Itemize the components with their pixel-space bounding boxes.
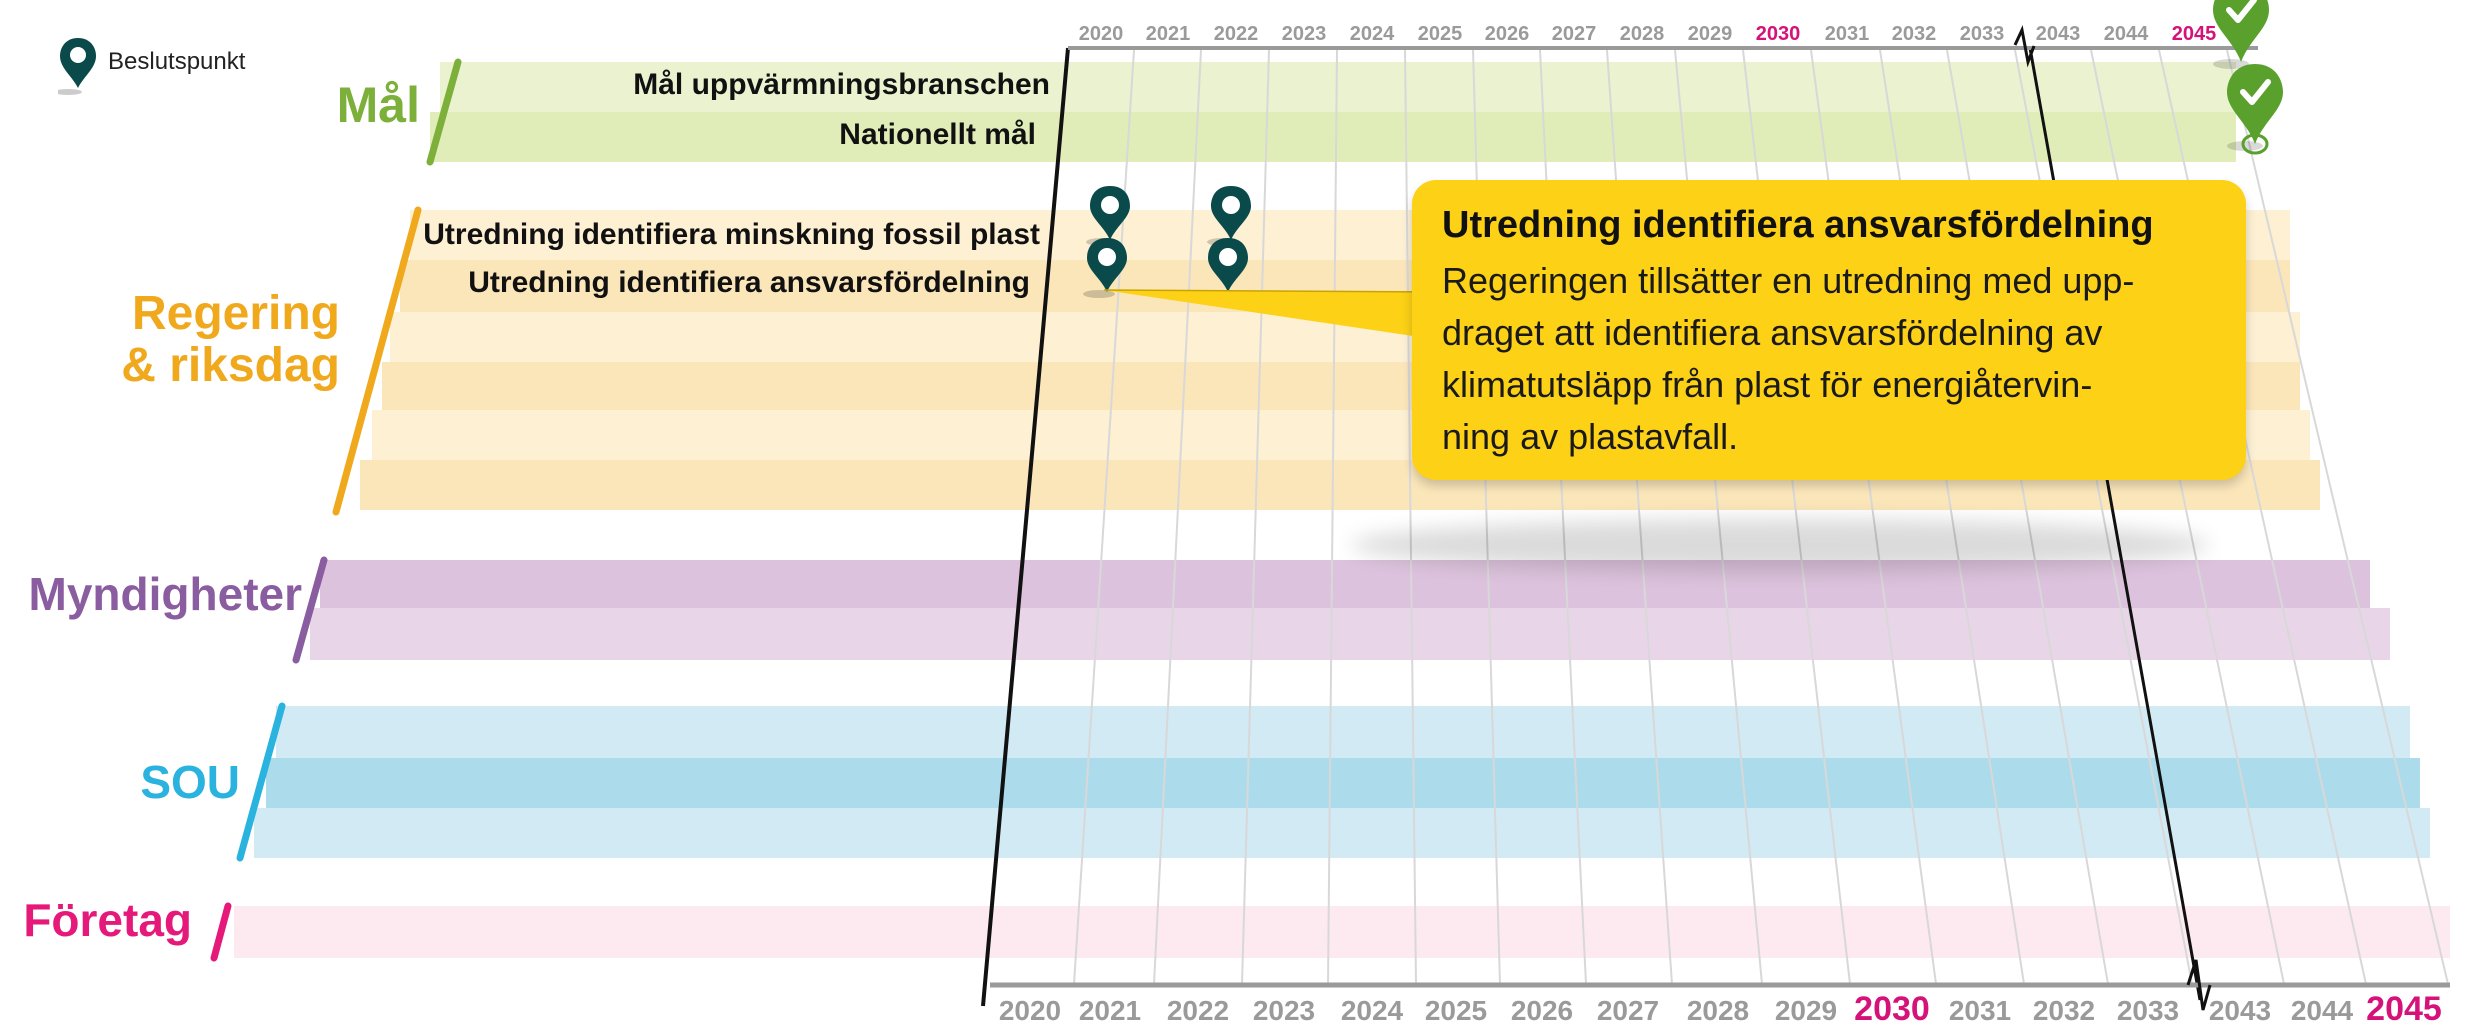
callout-line: draget att identifiera ansvarsfördelning… [1442,312,2103,353]
grid-line [1404,49,1417,985]
band-sou-3 [254,808,2430,858]
band-foretag-1 [234,906,2450,958]
band-myn-2 [310,608,2390,660]
grid-line [1327,49,1338,985]
year-label-top: 2044 [2104,23,2149,45]
category-accent [332,206,422,516]
band-myn-1 [320,560,2370,608]
category-foretag: Företag [23,894,192,946]
band-mal-2 [430,112,2030,162]
year-label-bottom: 2028 [1687,995,1749,1025]
year-label-top: 2025 [1418,23,1463,45]
goal-check-icon[interactable] [2227,64,2283,151]
year-label-top: 2028 [1620,23,1665,45]
row-label-utredning-fossil-plast: Utredning identifiera minskning fossil p… [423,218,1040,251]
callout-title: Utredning identifiera ansvarsfördelning [1442,204,2154,246]
year-label-bottom: 2021 [1079,995,1141,1025]
legend-label: Beslutspunkt [108,48,246,75]
band-mal-1b [2030,62,2236,112]
year-label-top: 2045 [2172,23,2217,45]
year-label-bottom: 2032 [2033,995,2095,1025]
year-label-bottom: 2029 [1775,995,1837,1025]
year-label-top: 2021 [1146,23,1191,45]
year-label-bottom: 2033 [2117,995,2179,1025]
year-label-top: 2022 [1214,23,1259,45]
category-regering: Regering & riksdag [121,287,340,392]
year-label-top: 2029 [1688,23,1733,45]
category-mal: Mål [336,77,420,133]
year-label-bottom: 2025 [1425,995,1487,1025]
band-mal-1 [440,62,2030,112]
row-label-mal-uppvarmning: Mål uppvärmningsbranschen [633,68,1050,101]
year-label-top: 2023 [1282,23,1327,45]
year-label-top: 2026 [1485,23,1530,45]
category-myndigheter: Myndigheter [28,568,302,620]
year-label-bottom: 2026 [1511,995,1573,1025]
year-label-bottom: 2030 [1854,990,1930,1025]
year-label-bottom: 2031 [1949,995,2011,1025]
row-label-nationellt-mal: Nationellt mål [839,118,1036,151]
category-accent [210,902,232,962]
legend-marker [54,36,98,95]
callout-pointer [1104,290,1440,340]
year-label-bottom: 2043 [2209,995,2271,1025]
band-sou-1 [276,706,2410,758]
year-label-top: 2032 [1892,23,1937,45]
decision-marker-icon[interactable] [1083,238,1127,298]
row-label-utredning-ansvarsfordelning: Utredning identifiera ansvarsfördelning [468,266,1030,299]
year-label-top: 2030 [1756,23,1801,45]
year-label-bottom: 2023 [1253,995,1315,1025]
year-label-bottom: 2024 [1341,995,1404,1025]
year-label-bottom: 2020 [999,995,1061,1025]
year-label-top: 2031 [1825,23,1870,45]
category-sou: SOU [140,756,240,808]
callout-body: Regeringen tillsätter en utredning med u… [1442,255,2216,463]
band-mal-2b [2030,112,2236,162]
category-accent [426,58,462,166]
callout-line: Regeringen tillsätter en utredning med u… [1442,260,2135,301]
map-pin-icon [54,38,96,95]
info-callout: Utredning identifiera ansvarsfördelning … [1412,180,2246,480]
year-label-bottom: 2022 [1167,995,1229,1025]
band-sou-2 [266,758,2420,808]
year-label-bottom: 2027 [1597,995,1659,1025]
grid-line [1153,49,1202,985]
category-accent [292,556,328,664]
year-label-top: 2024 [1350,23,1395,45]
callout-line: ning av plastavfall. [1442,416,1739,457]
year-label-top: 2027 [1552,23,1597,45]
year-label-bottom: 2045 [2366,990,2442,1025]
year-label-top: 2020 [1079,23,1124,45]
callout-line: klimatutsläpp från plast för energiåterv… [1442,364,2093,405]
goal-anchor [2241,133,2269,155]
callout-pointer-edge [1103,289,1441,293]
goal-check-icon[interactable] [2213,0,2269,69]
year-label-bottom: 2044 [2291,995,2354,1025]
grid-line [2226,49,2449,985]
year-label-top: 2033 [1960,23,2005,45]
year-label-top: 2043 [2036,23,2081,45]
category-accent [236,702,286,862]
grid-line [1241,49,1270,985]
